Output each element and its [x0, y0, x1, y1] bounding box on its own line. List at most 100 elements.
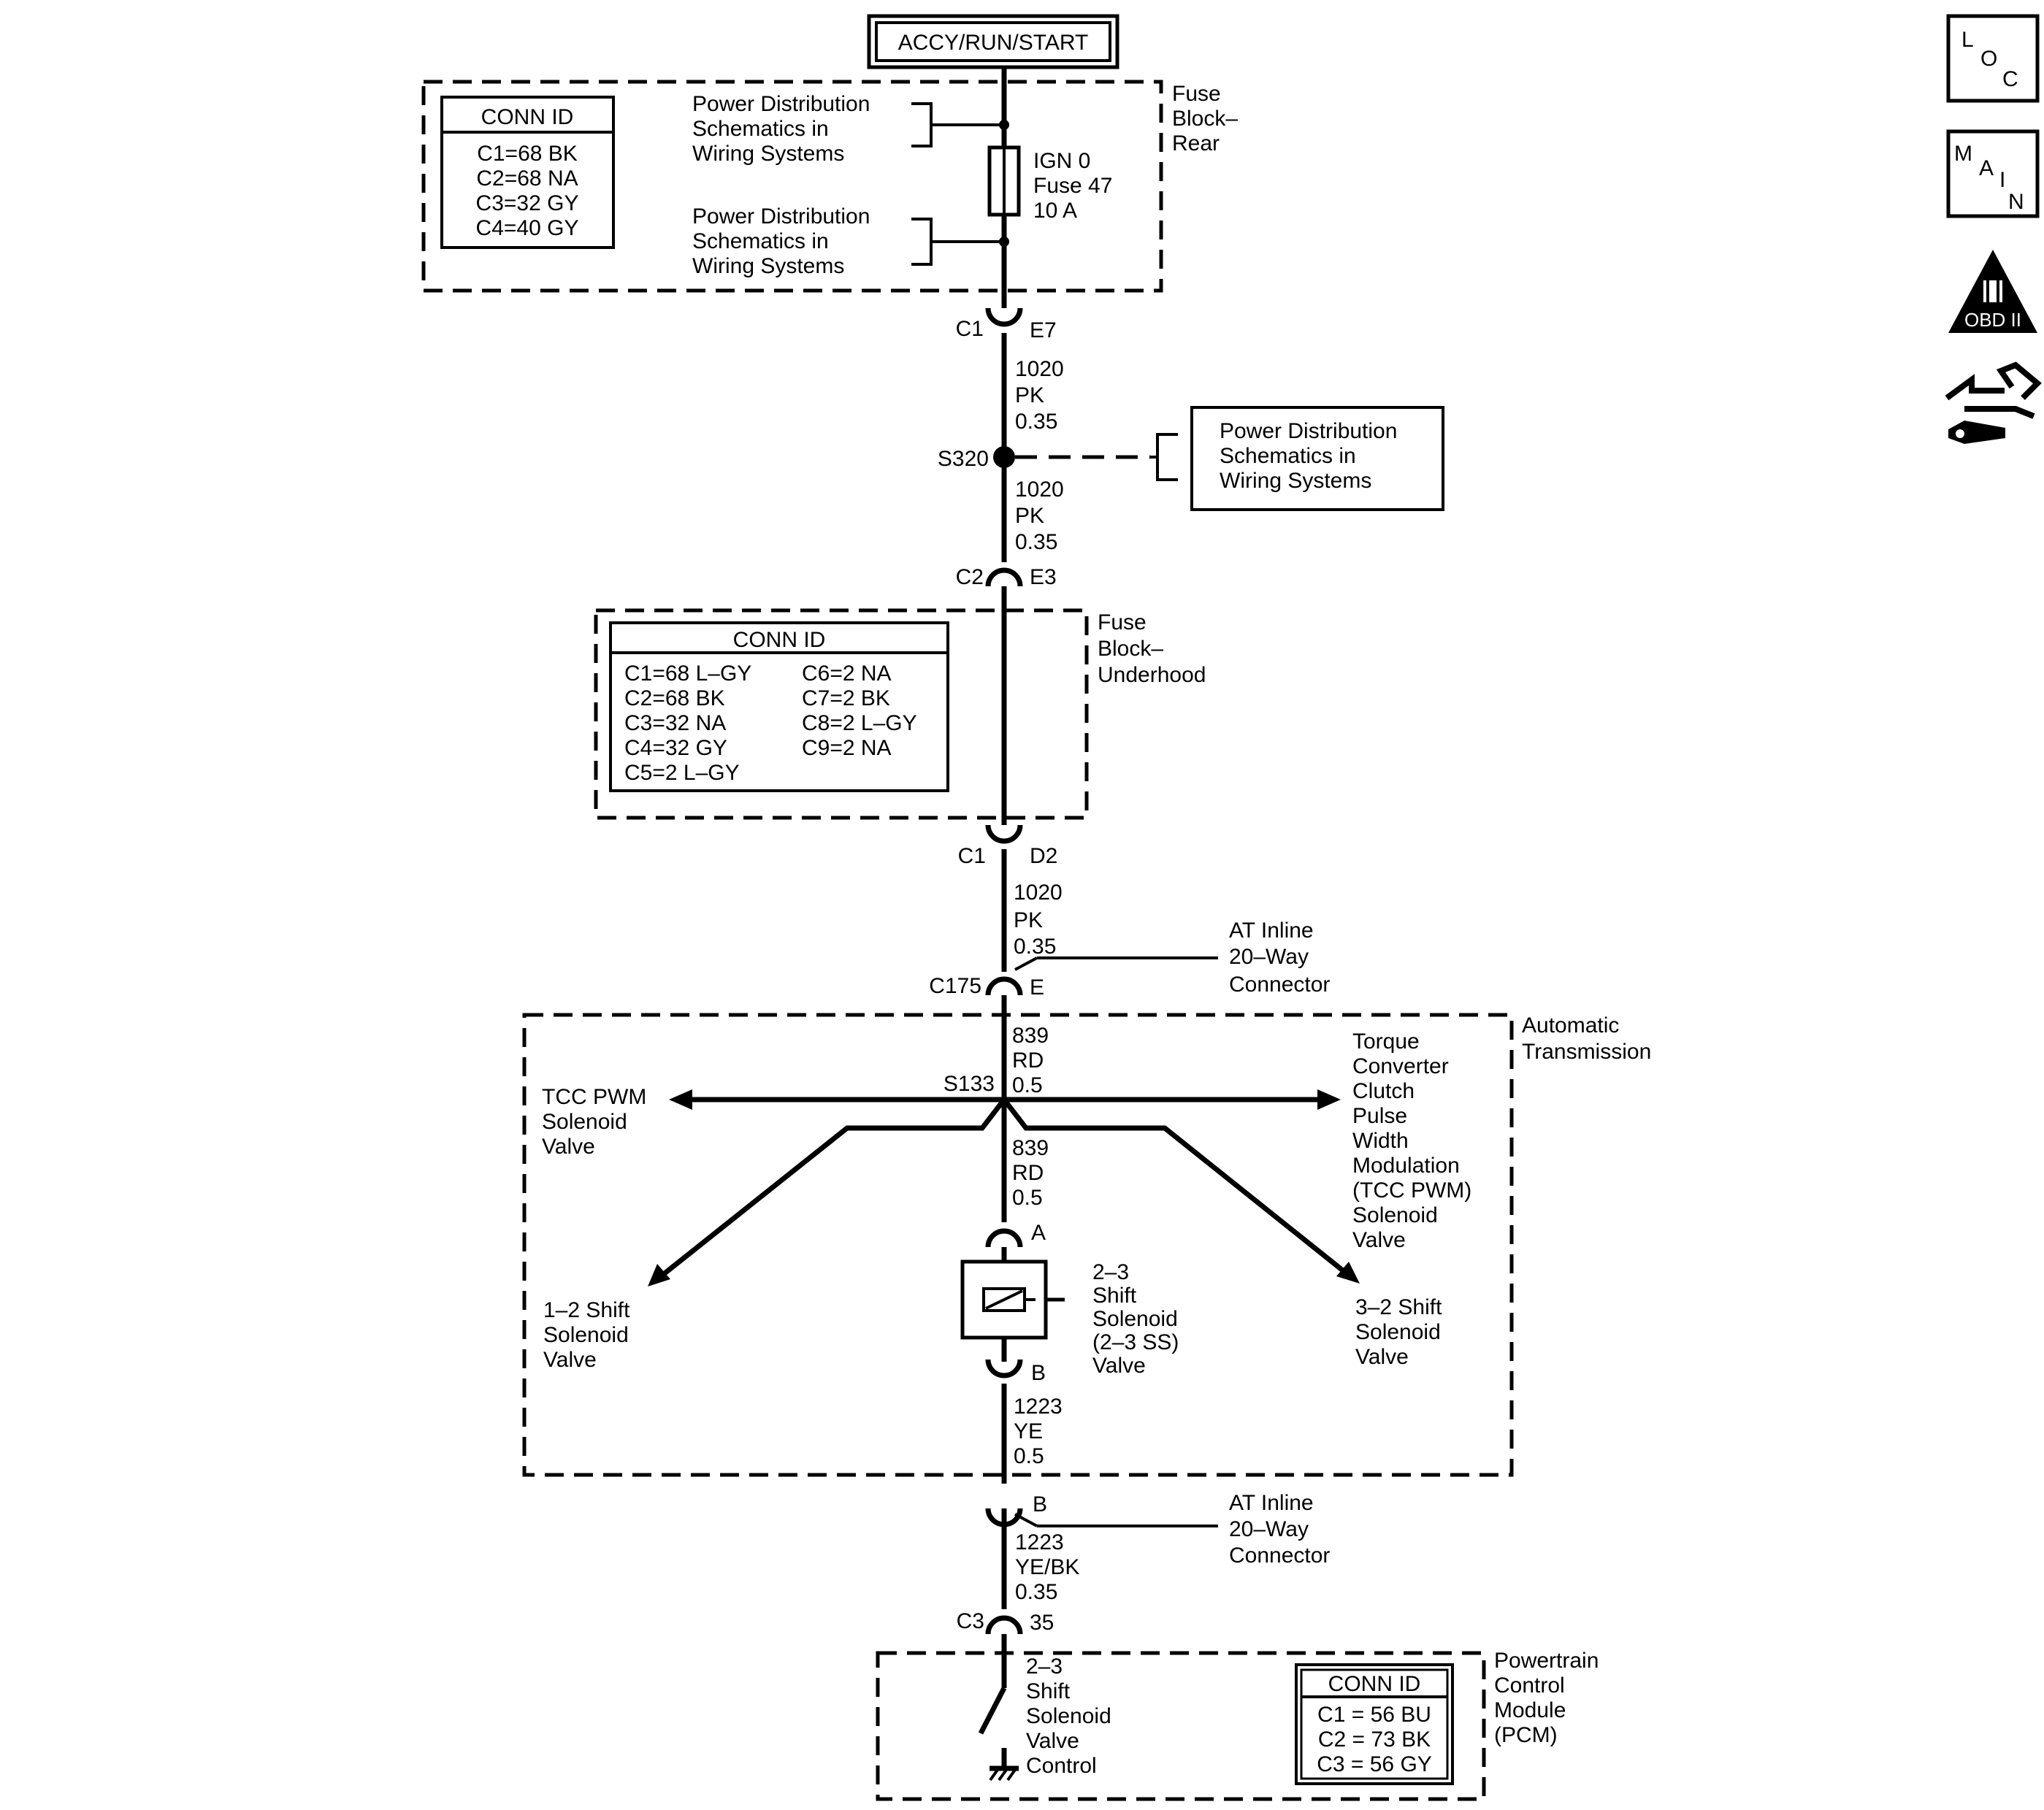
diagnostic-tool-icon[interactable] — [1945, 361, 2042, 444]
connector-b-inline: B — [985, 1492, 1218, 1527]
svg-text:C7=2 BK: C7=2 BK — [802, 686, 890, 710]
svg-text:Pulse: Pulse — [1352, 1104, 1407, 1128]
svg-text:RD: RD — [1012, 1161, 1044, 1185]
obd-ii-icon[interactable]: OBD II — [1948, 250, 2037, 333]
splice-s320: S320 — [938, 433, 1178, 481]
svg-text:(2–3 SS): (2–3 SS) — [1092, 1330, 1179, 1354]
svg-text:C2=68 NA: C2=68 NA — [476, 166, 578, 191]
svg-text:C3: C3 — [957, 1609, 984, 1633]
svg-text:Block–: Block– — [1172, 107, 1238, 131]
wire-label-1020-pk-1: 1020 PK 0.35 — [1015, 357, 1064, 434]
title-block: ACCY/RUN/START — [867, 14, 1119, 69]
svg-text:RD: RD — [1012, 1048, 1044, 1073]
wire-label-1020-pk-3: 1020 PK 0.35 — [1014, 881, 1063, 959]
svg-text:Modulation: Modulation — [1352, 1154, 1460, 1178]
wire-label-839-rd-1: 839 RD 0.5 — [1012, 1024, 1049, 1097]
automatic-transmission-label: Automatic — [1522, 1013, 1619, 1038]
svg-text:35: 35 — [1030, 1611, 1054, 1635]
svg-text:Solenoid: Solenoid — [1352, 1203, 1438, 1227]
svg-text:D2: D2 — [1030, 844, 1057, 868]
svg-text:E7: E7 — [1030, 318, 1057, 342]
svg-text:C8=2 L–GY: C8=2 L–GY — [802, 711, 917, 735]
svg-text:Converter: Converter — [1352, 1054, 1449, 1078]
splice-s133: S133 — [648, 1072, 1360, 1286]
svg-text:2–3: 2–3 — [1026, 1654, 1063, 1679]
svg-text:TCC PWM: TCC PWM — [542, 1085, 646, 1109]
fuse-block-underhood-label: Fuse — [1098, 610, 1147, 634]
svg-text:L: L — [1961, 28, 1974, 52]
svg-text:Wiring Systems: Wiring Systems — [692, 254, 844, 278]
svg-text:Valve: Valve — [1092, 1354, 1146, 1378]
svg-text:Solenoid: Solenoid — [1355, 1320, 1441, 1344]
automatic-transmission: Automatic Transmission 839 RD 0.5 S133 T… — [522, 1013, 1651, 1477]
svg-text:C1=68 BK: C1=68 BK — [477, 142, 578, 166]
shift-solenoid-1-2-label: 1–2 Shift Solenoid Valve — [543, 1298, 630, 1372]
svg-text:B: B — [1031, 1361, 1046, 1385]
svg-text:Shift: Shift — [1026, 1679, 1071, 1703]
loc-icon[interactable]: L O C — [1946, 14, 2040, 103]
svg-text:1223: 1223 — [1014, 1395, 1063, 1419]
svg-text:PK: PK — [1014, 908, 1043, 932]
svg-text:C6=2 NA: C6=2 NA — [802, 662, 892, 686]
shift-solenoid-2-3: 2–3 Shift Solenoid (2–3 SS) Valve — [960, 1259, 1179, 1378]
svg-text:Connector: Connector — [1229, 973, 1330, 997]
wire-label-1223-ye-bk: 1223 YE/BK 0.35 — [1015, 1530, 1079, 1604]
connector-c2-e3: C2 E3 — [956, 565, 1057, 589]
powertrain-control-module: Powertrain Control Module (PCM) 2–3 Shif… — [876, 1649, 1599, 1801]
svg-text:20–Way: 20–Way — [1229, 945, 1309, 969]
svg-text:YE/BK: YE/BK — [1015, 1555, 1079, 1579]
svg-text:Schematics in: Schematics in — [692, 117, 829, 141]
svg-text:Clutch: Clutch — [1352, 1079, 1415, 1103]
svg-text:(TCC PWM): (TCC PWM) — [1352, 1178, 1471, 1203]
at-inline-connector-1: AT Inline 20–Way Connector — [1229, 919, 1330, 997]
wire-label-1020-pk-2: 1020 PK 0.35 — [1015, 478, 1064, 554]
shift-solenoid-2-3-label: 2–3 — [1092, 1260, 1129, 1284]
connector-c1-e7: C1 E7 — [956, 307, 1057, 342]
svg-text:C2 = 73 BK: C2 = 73 BK — [1318, 1727, 1431, 1752]
svg-text:Valve: Valve — [1352, 1228, 1406, 1252]
fuse-block-rear-label: Fuse — [1172, 82, 1221, 106]
svg-text:1223: 1223 — [1015, 1530, 1064, 1554]
svg-text:AT Inline: AT Inline — [1229, 919, 1314, 943]
main-icon[interactable]: M A I N — [1946, 129, 2040, 218]
svg-text:Valve: Valve — [1026, 1729, 1079, 1753]
svg-text:A: A — [1979, 156, 1994, 180]
svg-text:Block–: Block– — [1098, 637, 1163, 661]
shift-solenoid-control-switch — [978, 1687, 1019, 1782]
svg-text:C4=40 GY: C4=40 GY — [476, 216, 579, 240]
svg-text:Valve: Valve — [1355, 1345, 1409, 1369]
svg-text:AT Inline: AT Inline — [1229, 1491, 1314, 1515]
svg-text:C3=32 NA: C3=32 NA — [624, 711, 726, 735]
svg-text:C175: C175 — [929, 974, 981, 998]
svg-text:Power Distribution: Power Distribution — [692, 92, 870, 116]
svg-text:1020: 1020 — [1015, 478, 1064, 502]
svg-text:PK: PK — [1015, 504, 1044, 528]
connector-c3-35: C3 35 — [957, 1609, 1054, 1635]
svg-text:C1=68 L–GY: C1=68 L–GY — [624, 662, 751, 686]
shift-solenoid-control-label: 2–3 Shift Solenoid Valve Control — [1026, 1654, 1111, 1778]
fuse-47: IGN 0 Fuse 47 10 A — [987, 145, 1112, 223]
svg-text:C5=2 L–GY: C5=2 L–GY — [624, 761, 740, 785]
svg-text:N: N — [2008, 190, 2024, 214]
svg-text:1–2 Shift: 1–2 Shift — [543, 1298, 630, 1322]
svg-text:Control: Control — [1494, 1673, 1565, 1698]
at-inline-connector-2: AT Inline 20–Way Connector — [1229, 1491, 1330, 1568]
svg-text:10 A: 10 A — [1033, 199, 1077, 223]
svg-text:C1: C1 — [956, 317, 984, 341]
svg-text:C2: C2 — [956, 565, 984, 589]
connector-c1-d2: C1 D2 — [958, 824, 1057, 868]
svg-text:Valve: Valve — [542, 1135, 595, 1159]
svg-text:OBD II: OBD II — [1964, 309, 2021, 331]
svg-text:(PCM): (PCM) — [1494, 1723, 1558, 1747]
svg-text:Wiring Systems: Wiring Systems — [1220, 469, 1371, 493]
svg-text:Rear: Rear — [1172, 131, 1220, 156]
tcc-pwm-solenoid-label-right: Torque Converter Clutch Pulse Width Modu… — [1352, 1029, 1471, 1252]
svg-text:YE: YE — [1014, 1419, 1043, 1443]
svg-text:3–2 Shift: 3–2 Shift — [1355, 1295, 1442, 1319]
power-distribution-box: Power Distribution Schematics in Wiring … — [1190, 406, 1444, 511]
svg-text:0.35: 0.35 — [1014, 935, 1056, 959]
svg-text:Torque: Torque — [1352, 1029, 1420, 1054]
svg-text:Solenoid: Solenoid — [1092, 1307, 1178, 1331]
svg-text:Schematics in: Schematics in — [1220, 444, 1356, 468]
